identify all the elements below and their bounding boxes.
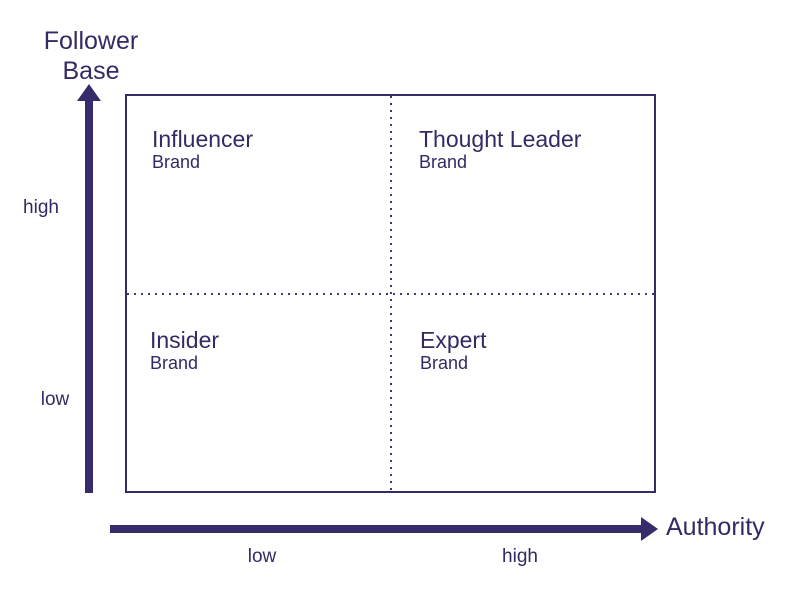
quadrant-subtitle: Brand — [419, 152, 468, 172]
y-axis-title-line1: Follower — [43, 27, 139, 55]
x-axis-title: Authority — [666, 513, 765, 541]
quadrant-insider: Insider Brand — [150, 327, 219, 374]
x-axis-arrowhead — [641, 517, 658, 541]
quadrant-subtitle: Brand — [150, 353, 199, 373]
quadrant-title: Influencer — [152, 126, 254, 152]
quadrant-title: Insider — [150, 327, 220, 353]
y-axis-line — [85, 99, 93, 493]
horizontal-dotted-divider — [127, 293, 654, 295]
quadrant-title: Thought Leader — [419, 126, 582, 152]
quadrant-influencer: Influencer Brand — [152, 126, 253, 173]
y-axis-tick-high: high — [23, 197, 59, 218]
y-axis-title-line2: Base — [62, 57, 120, 85]
matrix-box: Influencer Brand Thought Leader Brand In… — [125, 94, 656, 493]
quadrant-thought-leader: Thought Leader Brand — [419, 126, 581, 173]
quadrant-expert: Expert Brand — [420, 327, 486, 374]
x-axis-tick-high: high — [502, 546, 538, 567]
quadrant-subtitle: Brand — [152, 152, 201, 172]
quadrant-subtitle: Brand — [420, 353, 469, 373]
x-axis-tick-low: low — [247, 546, 277, 567]
y-axis-arrowhead — [77, 84, 101, 101]
quadrant-title: Expert — [420, 327, 487, 353]
y-axis-title: Follower Base — [31, 26, 151, 86]
x-axis-line — [110, 525, 642, 533]
y-axis-tick-low: low — [40, 389, 70, 410]
